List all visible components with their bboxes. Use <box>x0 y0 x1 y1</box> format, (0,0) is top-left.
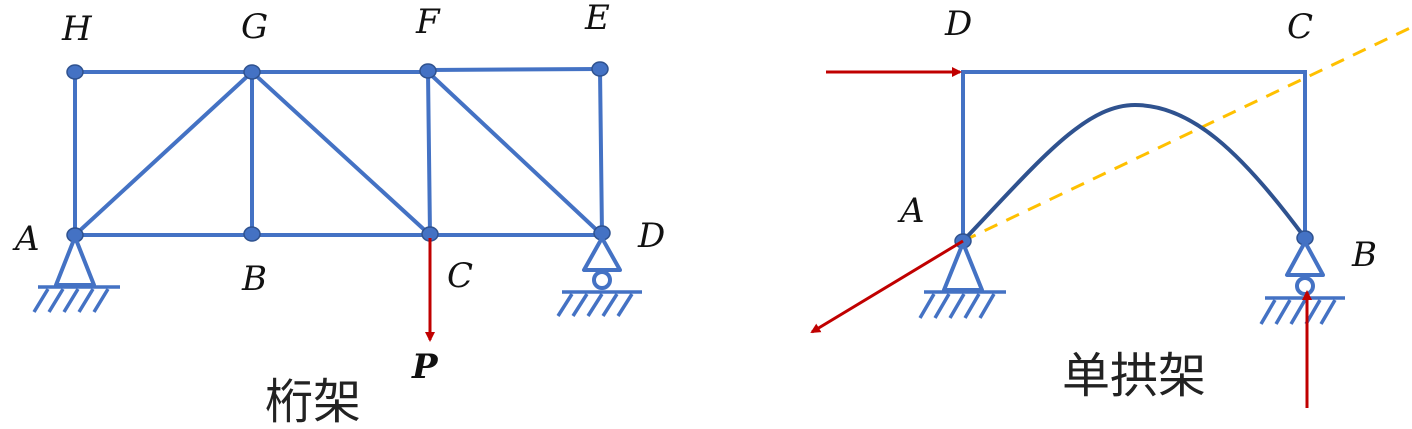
joint-B <box>243 226 261 242</box>
pin-support-A-arch <box>918 241 1006 319</box>
label-B-arch: B <box>1351 235 1377 275</box>
member-FC <box>426 70 432 237</box>
arch-caption: 单拱架 <box>1062 348 1206 404</box>
arch-curve <box>961 102 1307 243</box>
roller-support-D <box>556 236 642 317</box>
label-P: P <box>411 347 439 387</box>
label-D-arch: D <box>944 4 972 44</box>
label-E: E <box>584 0 610 38</box>
label-A: A <box>12 219 40 259</box>
label-C-arch: C <box>1287 7 1313 47</box>
label-C: C <box>447 256 473 296</box>
label-H: H <box>61 9 93 49</box>
truss: H G F E A B C D P 桁架 <box>12 0 665 429</box>
joint-H <box>66 64 84 80</box>
arch-frame <box>961 70 1307 243</box>
joint-E <box>591 61 609 77</box>
member-FE <box>426 67 602 72</box>
label-B: B <box>241 259 267 299</box>
arch: D C A B 单拱架 <box>810 4 1411 408</box>
label-F: F <box>415 2 441 42</box>
reaction-arrow-A <box>810 239 964 334</box>
joint-G <box>243 64 261 80</box>
member-ED <box>598 67 604 237</box>
label-A-arch: A <box>897 191 925 231</box>
label-G: G <box>241 7 268 47</box>
roller-support-B-arch <box>1259 240 1345 325</box>
member-AG <box>73 70 254 237</box>
line-of-action <box>962 26 1411 243</box>
member-FD <box>426 70 604 237</box>
joint-F <box>419 63 437 79</box>
member-GC <box>250 70 432 237</box>
label-D: D <box>637 216 665 256</box>
pin-support-A <box>32 235 120 313</box>
truss-caption: 桁架 <box>265 374 361 429</box>
truss-joints <box>66 61 611 243</box>
truss-members <box>73 67 604 237</box>
